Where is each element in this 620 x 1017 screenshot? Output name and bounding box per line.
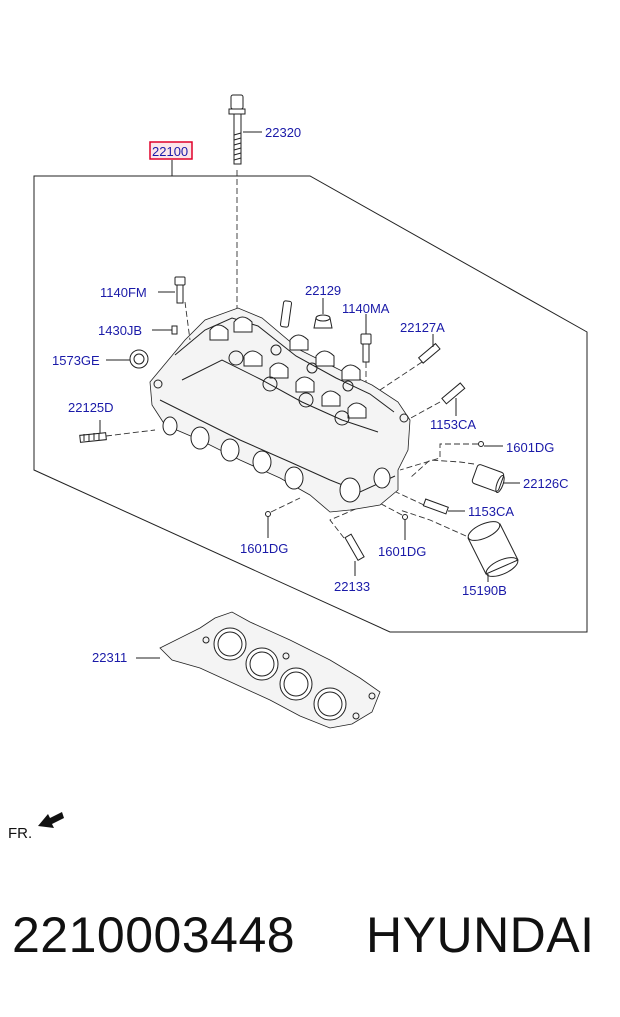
label-22100-highlight — [149, 141, 193, 160]
label-22129[interactable]: 22129 — [305, 283, 341, 298]
label-1601DG-center[interactable]: 1601DG — [378, 544, 426, 559]
label-1140MA[interactable]: 1140MA — [342, 301, 390, 316]
bolt-1140FM[interactable] — [174, 276, 186, 304]
label-1430JB[interactable]: 1430JB — [98, 323, 142, 338]
label-1153CA-lower[interactable]: 1153CA — [468, 504, 514, 519]
stud-1153CA-upper[interactable] — [441, 382, 466, 405]
head-gasket-22311[interactable] — [159, 611, 381, 729]
label-15190B[interactable]: 15190B — [462, 583, 507, 598]
stud-22125D[interactable] — [79, 432, 107, 443]
lash-adjuster-15190B[interactable] — [466, 518, 521, 581]
stud-1153CA-lower[interactable] — [422, 498, 449, 515]
plug-1601DG-right[interactable] — [478, 441, 484, 447]
bushing-22126C[interactable] — [471, 464, 505, 494]
label-22125D[interactable]: 22125D — [68, 400, 114, 415]
cylinder-head-exploded-diagram: 22100 22320 1140FM 1430JB 1573GE 22125D — [8, 94, 588, 842]
label-1601DG-right[interactable]: 1601DG — [506, 440, 554, 455]
label-22126C[interactable]: 22126C — [523, 476, 569, 491]
label-1573GE[interactable]: 1573GE — [52, 353, 100, 368]
stud-22133[interactable] — [344, 533, 365, 561]
label-1153CA-upper[interactable]: 1153CA — [430, 417, 476, 432]
plug-1573GE[interactable] — [129, 349, 149, 369]
label-22133[interactable]: 22133 — [334, 579, 370, 594]
front-marker-label: FR. — [8, 825, 32, 842]
part-number: 2210003448 — [12, 907, 296, 963]
assembly-outline — [33, 175, 588, 633]
plug-1601DG-center[interactable] — [402, 514, 408, 520]
front-arrow-icon — [38, 812, 64, 828]
plug-1601DG-left[interactable] — [265, 511, 271, 517]
label-22320[interactable]: 22320 — [265, 125, 301, 140]
pin-1430JB[interactable] — [171, 325, 178, 335]
cylinder-head-22100[interactable] — [149, 307, 411, 513]
stud-22127A[interactable] — [417, 342, 441, 364]
label-22311[interactable]: 22311 — [92, 650, 127, 665]
label-1601DG-left[interactable]: 1601DG — [240, 541, 288, 556]
label-22100[interactable]: 22100 — [152, 144, 188, 159]
bolt-1140MA[interactable] — [360, 333, 372, 363]
label-22127A[interactable]: 22127A — [400, 320, 445, 335]
brand-name: HYUNDAI — [366, 907, 595, 963]
label-1140FM[interactable]: 1140FM — [100, 285, 147, 300]
head-bolt-22320[interactable] — [228, 94, 246, 165]
cap-22129[interactable] — [313, 314, 333, 329]
dowel-22129[interactable] — [279, 300, 293, 328]
